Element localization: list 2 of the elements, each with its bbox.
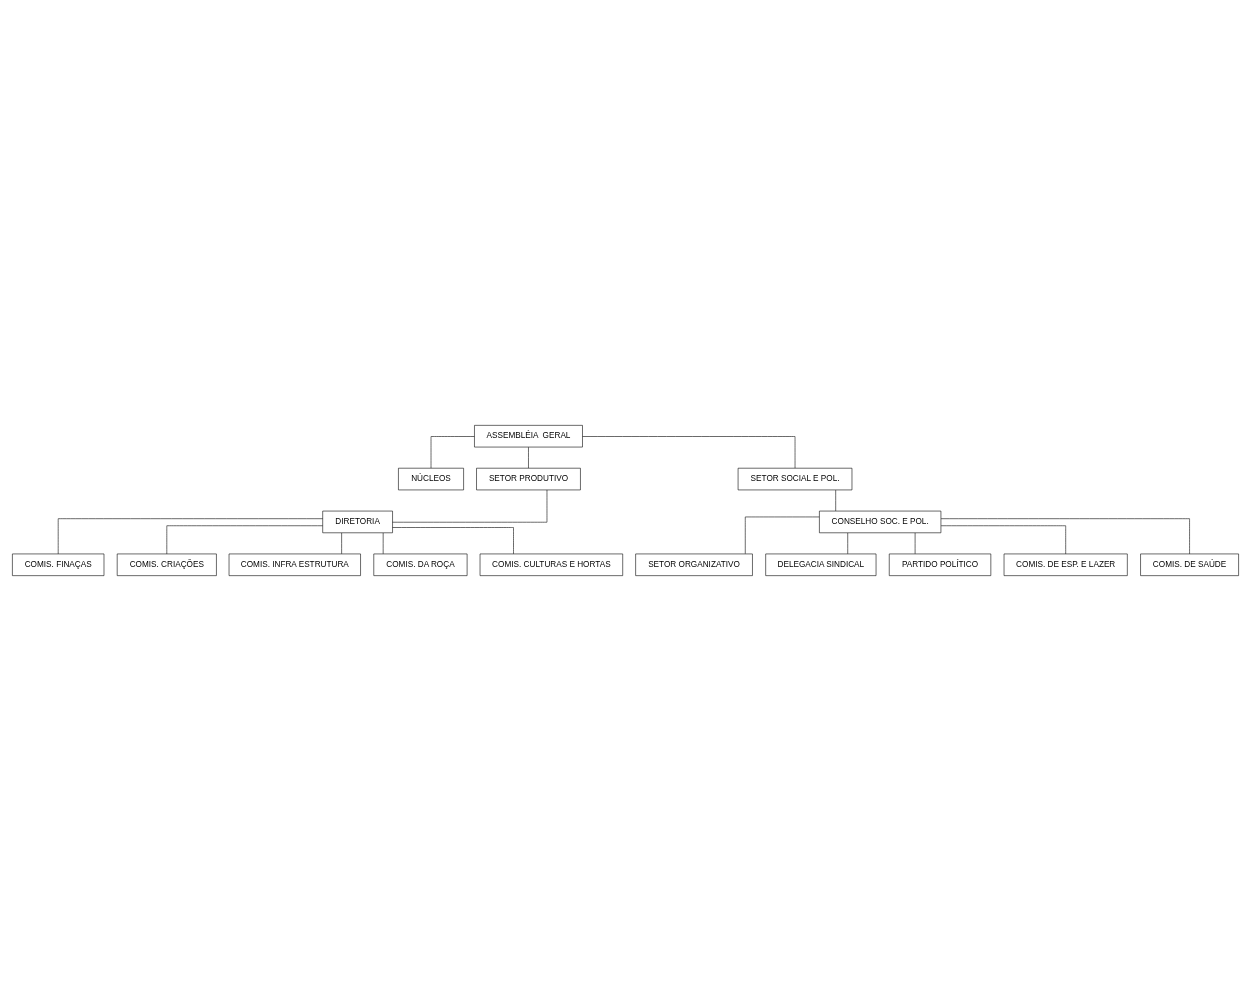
connector [582, 435, 796, 468]
connector [392, 526, 514, 554]
